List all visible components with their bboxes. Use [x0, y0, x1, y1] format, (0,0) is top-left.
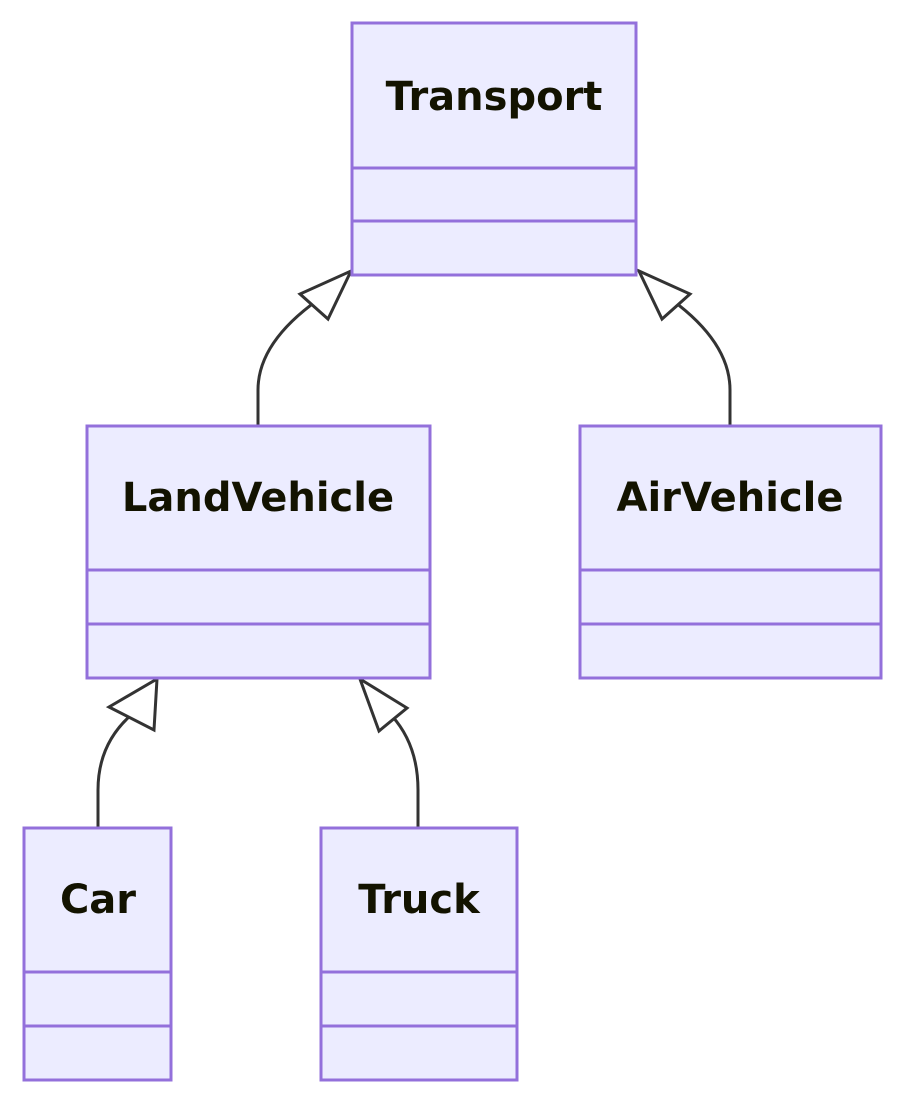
class-box: [578, 424, 883, 680]
inheritance-arrowhead: [297, 267, 355, 322]
class-transport[interactable]: Transport: [350, 21, 638, 277]
class-box: [85, 424, 432, 680]
class-truck[interactable]: Truck: [319, 826, 519, 1082]
edge-line: [390, 714, 420, 827]
inheritance-arrowhead: [357, 675, 410, 734]
class-box: [350, 21, 638, 277]
class-title: Car: [60, 877, 136, 923]
inheritance-arrowhead: [105, 676, 159, 733]
class-title: LandVehicle: [122, 475, 394, 521]
edge-airvehicle-to-transport: [635, 267, 732, 425]
class-box: [22, 826, 173, 1082]
class-box: [319, 826, 519, 1082]
inheritance-arrowhead: [635, 267, 693, 322]
class-title: AirVehicle: [616, 475, 843, 521]
edge-line: [256, 293, 326, 425]
edge-car-to-landvehicle: [96, 676, 159, 827]
class-airvehicle[interactable]: AirVehicle: [578, 424, 883, 680]
class-landvehicle[interactable]: LandVehicle: [85, 424, 432, 680]
class-car[interactable]: Car: [22, 826, 173, 1082]
class-title: Truck: [358, 877, 481, 923]
edge-truck-to-landvehicle: [357, 675, 420, 827]
edge-line: [96, 714, 132, 827]
edge-line: [664, 293, 732, 425]
edge-landvehicle-to-transport: [256, 267, 355, 425]
class-title: Transport: [386, 74, 603, 120]
